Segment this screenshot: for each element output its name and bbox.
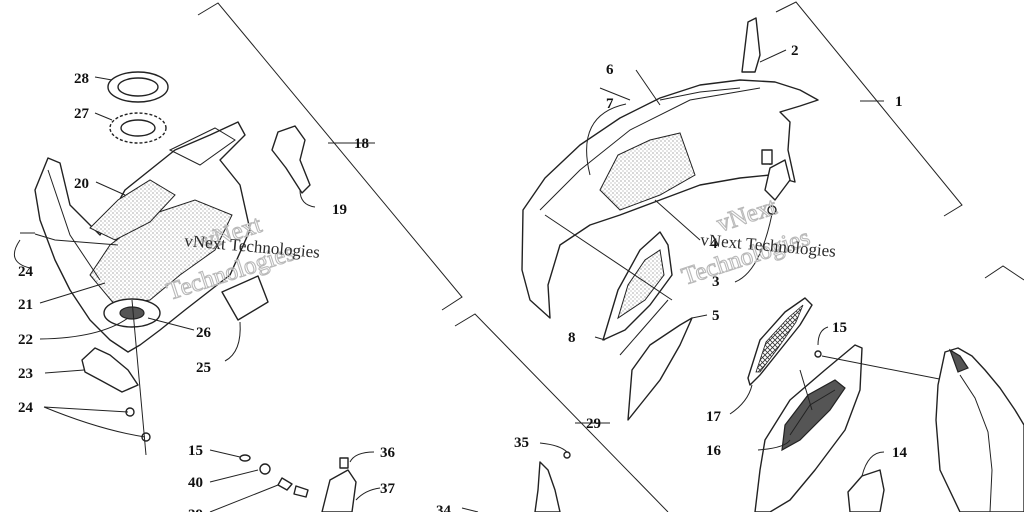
screw-15b-part bbox=[814, 350, 822, 358]
callout-17: 17 bbox=[706, 409, 722, 425]
callout-27: 27 bbox=[74, 106, 90, 122]
callout-labels: 1 2 3 4 5 6 7 8 14 15 16 17 18 19 20 21 … bbox=[18, 43, 908, 512]
callout-34: 34 bbox=[436, 503, 452, 512]
bracket-37-part bbox=[321, 469, 357, 512]
panel-14-part bbox=[847, 469, 885, 512]
plate-25-part bbox=[221, 275, 269, 321]
group-1-bracket bbox=[775, 1, 963, 217]
callout-8: 8 bbox=[568, 330, 576, 346]
watermark-right: vNext Technologies vNext Technologies bbox=[678, 193, 837, 292]
callout-15-left: 15 bbox=[188, 443, 203, 459]
panel-35-part bbox=[534, 461, 561, 512]
console-panel-upper-face bbox=[89, 179, 176, 241]
callout-29: 29 bbox=[586, 416, 601, 432]
windshield-assembly-group bbox=[521, 1, 963, 421]
callout-7: 7 bbox=[606, 96, 614, 112]
lower-center-group bbox=[209, 313, 669, 512]
callout-16: 16 bbox=[706, 443, 722, 459]
gasket-28-part bbox=[107, 71, 169, 103]
callout-20: 20 bbox=[74, 176, 89, 192]
trim-2-part bbox=[741, 17, 761, 73]
fairing-right-part bbox=[935, 347, 1024, 512]
hood-panel-part bbox=[521, 79, 819, 319]
bracket-23-part bbox=[81, 347, 139, 393]
callout-23: 23 bbox=[18, 366, 33, 382]
callout-6: 6 bbox=[606, 62, 614, 78]
callout-24-upper: 24 bbox=[18, 264, 34, 280]
callout-35: 35 bbox=[514, 435, 529, 451]
side-panel-group bbox=[729, 265, 1024, 512]
callout-1: 1 bbox=[895, 94, 903, 110]
bracket-19-part bbox=[271, 125, 311, 194]
callout-40: 40 bbox=[188, 475, 203, 491]
gasket-27-part bbox=[109, 112, 167, 144]
callout-4: 4 bbox=[710, 236, 718, 252]
callout-25: 25 bbox=[196, 360, 211, 376]
bracket-4-part bbox=[764, 159, 791, 201]
left-assembly-group bbox=[13, 2, 463, 456]
screw-15-part bbox=[239, 454, 251, 462]
callout-19: 19 bbox=[332, 202, 347, 218]
group-29-bracket bbox=[454, 313, 669, 512]
clip-36-part bbox=[339, 457, 349, 469]
callout-28: 28 bbox=[74, 71, 89, 87]
left-group-bracket bbox=[197, 2, 463, 311]
callout-36: 36 bbox=[380, 445, 396, 461]
callout-26: 26 bbox=[196, 325, 212, 341]
callout-15-right: 15 bbox=[832, 320, 847, 336]
callout-2: 2 bbox=[791, 43, 799, 59]
callout-39: 39 bbox=[188, 507, 203, 512]
callout-37: 37 bbox=[380, 481, 396, 497]
callout-14: 14 bbox=[892, 445, 908, 461]
hood-screen-mesh bbox=[599, 132, 696, 211]
clip-39-part bbox=[277, 477, 293, 491]
callout-24-lower: 24 bbox=[18, 400, 34, 416]
shield-5-part bbox=[627, 317, 693, 421]
callout-5: 5 bbox=[712, 308, 720, 324]
callout-18: 18 bbox=[354, 136, 369, 152]
callout-3: 3 bbox=[712, 274, 720, 290]
callout-21: 21 bbox=[18, 297, 33, 313]
callout-22: 22 bbox=[18, 332, 33, 348]
washer-40-part bbox=[259, 463, 271, 475]
